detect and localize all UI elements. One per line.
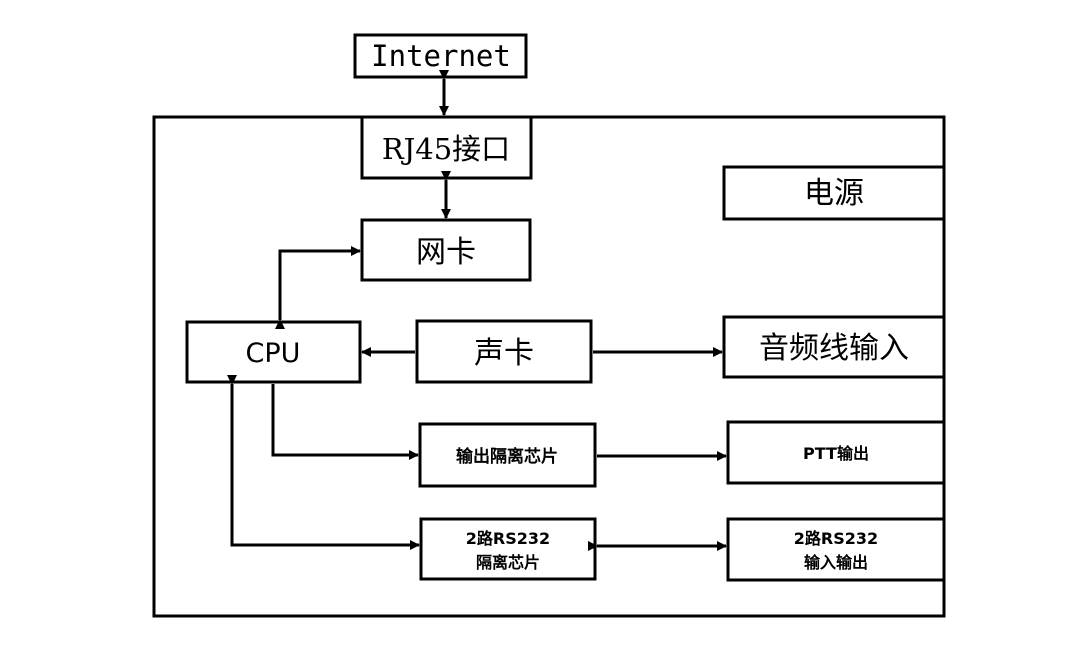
- sound-card-node: 声卡: [415, 319, 593, 384]
- audio-input-label: 音频线输入: [759, 331, 909, 366]
- ptt-output-label: PTT输出: [803, 444, 869, 463]
- rj45-label: RJ45接口: [382, 132, 510, 166]
- ptt-output-node: PTT输出: [726, 420, 946, 485]
- cpu-nic-connector: [275, 246, 361, 329]
- rj45-node: RJ45接口: [360, 115, 533, 180]
- cpu-output-isolation-connector: [271, 384, 419, 460]
- audio-input-node: 音频线输入: [722, 315, 946, 379]
- rs232-io-line2: 输入输出: [804, 553, 868, 572]
- power-node: 电源: [722, 165, 946, 221]
- internet-node: Internet: [353, 33, 528, 79]
- rs232-isolation-node: 2路RS232 隔离芯片: [419, 517, 597, 581]
- nic-node: 网卡: [360, 218, 532, 282]
- power-label: 电源: [804, 176, 864, 211]
- sound-card-label: 声卡: [474, 336, 534, 371]
- rs232-isolation-line2: 隔离芯片: [476, 553, 540, 572]
- rs232-io-node: 2路RS232 输入输出: [726, 517, 946, 582]
- output-isolation-label: 输出隔离芯片: [456, 446, 558, 467]
- rs232-io-line1: 2路RS232: [794, 529, 878, 548]
- nic-label: 网卡: [416, 235, 476, 270]
- output-isolation-node: 输出隔离芯片: [418, 422, 597, 488]
- cpu-rs232-connector: [227, 375, 420, 550]
- cpu-node: CPU: [185, 320, 362, 384]
- cpu-label: CPU: [246, 338, 301, 369]
- rs232-isolation-line1: 2路RS232: [466, 529, 550, 548]
- internet-label: Internet: [371, 39, 511, 73]
